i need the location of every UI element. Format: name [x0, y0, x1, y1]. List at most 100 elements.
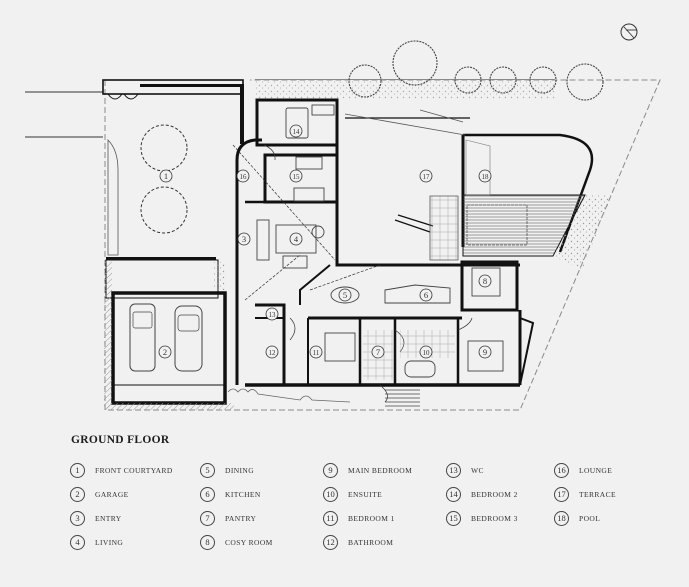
street-lines [25, 91, 103, 138]
legend-label: BEDROOM 1 [348, 513, 395, 523]
legend-item: 9 MAIN BEDROOM [323, 462, 412, 478]
svg-text:9: 9 [483, 347, 487, 357]
tree-icons [348, 40, 604, 101]
room-marker-13: 13 [265, 307, 279, 321]
room-marker-14: 14 [289, 124, 303, 138]
legend-label: MAIN BEDROOM [348, 465, 413, 475]
legend-number: 7 [200, 510, 215, 526]
room-marker-11: 11 [309, 345, 323, 359]
legend-title: GROUND FLOOR [71, 434, 170, 446]
legend-number: 4 [70, 534, 85, 550]
north-arrow-icon [620, 23, 638, 41]
legend-item: 7 PANTRY [200, 510, 256, 526]
svg-text:4: 4 [294, 234, 299, 244]
legend-item: 2 GARAGE [70, 486, 129, 502]
legend-number: 11 [323, 510, 338, 526]
legend-label: BEDROOM 2 [471, 489, 518, 499]
svg-text:12: 12 [269, 349, 277, 357]
legend-number: 12 [323, 534, 338, 550]
room-marker-9: 9 [478, 345, 492, 359]
pool-deck [462, 139, 612, 270]
legend-number: 16 [554, 462, 569, 478]
door-swings [232, 144, 473, 403]
legend-label: ENSUITE [348, 489, 383, 499]
legend-item: 12 BATHROOM [323, 534, 393, 550]
legend-item: 13 WC [446, 462, 484, 478]
svg-text:13: 13 [269, 311, 277, 319]
legend-number: 13 [446, 462, 461, 478]
house-walls [235, 98, 594, 387]
garden-shrubs [227, 388, 351, 403]
room-marker-16: 16 [236, 169, 250, 183]
legend-number: 6 [200, 486, 215, 502]
legend-label: COSY ROOM [225, 537, 273, 547]
legend-label: ENTRY [95, 513, 122, 523]
room-marker-7: 7 [371, 345, 385, 359]
legend-label: LIVING [95, 537, 124, 547]
room-markers: 1 2 3 4 5 6 7 8 9 10 11 12 13 14 15 16 1… [158, 124, 492, 359]
legend-number: 14 [446, 486, 461, 502]
svg-text:17: 17 [423, 173, 431, 181]
legend-item: 14 BEDROOM 2 [446, 486, 518, 502]
legend-label: LOUNGE [579, 465, 613, 475]
legend-label: GARAGE [95, 489, 129, 499]
legend-label: WC [471, 465, 484, 475]
room-marker-4: 4 [289, 232, 303, 246]
legend-number: 18 [554, 510, 569, 526]
room-marker-8: 8 [478, 274, 492, 288]
legend-number: 15 [446, 510, 461, 526]
legend-item: 1 FRONT COURTYARD [70, 462, 173, 478]
legend-item: 16 LOUNGE [554, 462, 612, 478]
legend-item: 3 ENTRY [70, 510, 122, 526]
legend-label: PANTRY [225, 513, 257, 523]
svg-text:14: 14 [293, 128, 301, 136]
room-marker-5: 5 [338, 288, 352, 302]
legend-item: 17 TERRACE [554, 486, 616, 502]
legend-label: BATHROOM [348, 537, 394, 547]
svg-text:18: 18 [482, 173, 490, 181]
front-gate [102, 79, 244, 144]
legend-number: 17 [554, 486, 569, 502]
svg-text:2: 2 [163, 347, 167, 357]
room-marker-17: 17 [419, 169, 433, 183]
legend-number: 8 [200, 534, 215, 550]
room-marker-12: 12 [265, 345, 279, 359]
room-marker-2: 2 [158, 345, 172, 359]
garage [104, 259, 234, 410]
floor-plan: 1 2 3 4 5 6 7 8 9 10 11 12 13 14 15 16 1… [25, 23, 661, 411]
legend-label: DINING [225, 465, 255, 475]
svg-text:3: 3 [242, 234, 246, 244]
legend-label: BEDROOM 3 [471, 513, 518, 523]
svg-text:15: 15 [293, 173, 301, 181]
legend-item: 15 BEDROOM 3 [446, 510, 518, 526]
room-marker-18: 18 [478, 169, 492, 183]
svg-text:6: 6 [424, 290, 428, 300]
svg-text:7: 7 [376, 347, 380, 357]
svg-text:10: 10 [423, 349, 431, 357]
room-marker-6: 6 [419, 288, 433, 302]
legend-number: 9 [323, 462, 338, 478]
room-marker-1: 1 [159, 169, 173, 183]
svg-text:5: 5 [343, 290, 347, 300]
legend-item: 11 BEDROOM 1 [323, 510, 395, 526]
legend-number: 2 [70, 486, 85, 502]
legend-number: 1 [70, 462, 85, 478]
legend-number: 3 [70, 510, 85, 526]
terrace-ramps [344, 109, 466, 261]
legend-label: TERRACE [579, 489, 616, 499]
steps [385, 389, 420, 407]
legend-label: FRONT COURTYARD [95, 465, 173, 475]
legend-item: 5 DINING [200, 462, 254, 478]
svg-text:1: 1 [164, 171, 168, 181]
room-marker-3: 3 [237, 232, 251, 246]
room-marker-10: 10 [419, 345, 433, 359]
svg-text:8: 8 [483, 276, 487, 286]
legend-number: 5 [200, 462, 215, 478]
legend-item: 8 COSY ROOM [200, 534, 273, 550]
legend-item: 4 LIVING [70, 534, 123, 550]
room-marker-15: 15 [289, 169, 303, 183]
